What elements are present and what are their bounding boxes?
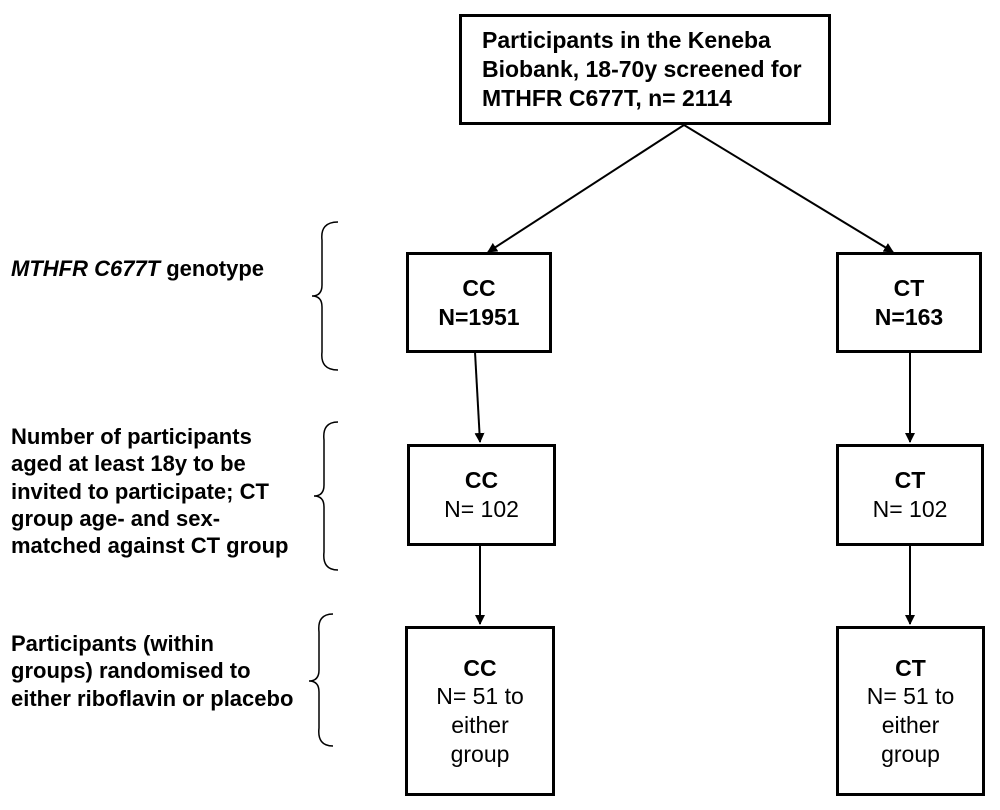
brace-genotype [311, 221, 339, 371]
brace-invited [313, 421, 339, 571]
screened-line-1: Participants in the Keneba [482, 27, 771, 54]
label-invited-line: aged at least 18y to be [11, 451, 246, 477]
cc-randomised-line: N= 51 to [436, 683, 524, 710]
label-randomised-line: Participants (within [11, 631, 214, 656]
label-genotype-rest: genotype [160, 256, 265, 281]
ct-invited-count: N= 102 [872, 496, 948, 522]
cc-genotype-box: CC N=1951 [406, 252, 552, 353]
label-randomised-line: either riboflavin or placebo [11, 685, 294, 711]
ct-genotype-count: N=163 [874, 303, 944, 330]
cc-randomised-line: group [450, 740, 510, 767]
screened-participants-box: Participants in the Keneba Biobank, 18-7… [459, 14, 831, 125]
cc-randomised-title: CC [463, 654, 497, 681]
cc-invited-box: CC N= 102 [407, 444, 556, 546]
ct-invited-box: CT N= 102 [836, 444, 984, 546]
ct-randomised-title: CT [895, 654, 926, 681]
cc-genotype-title: CC [462, 274, 496, 301]
ct-randomised-line: group [881, 740, 940, 767]
label-genotype-italic: MTHFR C677T [11, 256, 161, 281]
cc-genotype-count: N=1951 [438, 303, 520, 330]
arrow-top-to-ct [683, 124, 894, 253]
ct-invited-title: CT [894, 467, 926, 494]
label-genotype: MTHFR C677T genotype [11, 255, 264, 282]
ct-randomised-line: either [881, 712, 940, 738]
label-randomised-line: groups) randomised to [11, 658, 251, 684]
cc-randomised-line: either [451, 712, 509, 738]
label-invited-line: group age- and sex- [11, 505, 221, 531]
screened-line-2: Biobank, 18-70y screened for [482, 56, 802, 83]
screened-line-3: MTHFR C677T, n= 2114 [482, 84, 732, 111]
ct-genotype-title: CT [893, 274, 925, 301]
label-invited-line: invited to participate; CT [11, 478, 269, 504]
label-invited-line: matched against CT group [11, 533, 289, 559]
label-randomised: Participants (within groups) randomised … [11, 630, 293, 712]
cc-invited-title: CC [464, 467, 499, 494]
label-invited-line: Number of participants [11, 424, 252, 449]
ct-randomised-line: N= 51 to [866, 683, 955, 710]
cc-randomised-box: CC N= 51 to either group [405, 626, 555, 796]
ct-randomised-box: CT N= 51 to either group [836, 626, 985, 796]
brace-randomised [308, 613, 334, 747]
label-invited: Number of participants aged at least 18y… [11, 423, 288, 559]
arrow-top-to-cc [487, 124, 685, 253]
ct-genotype-box: CT N=163 [836, 252, 982, 353]
arrow-cc1-to-cc2 [474, 351, 485, 443]
cc-invited-count: N= 102 [444, 496, 519, 522]
